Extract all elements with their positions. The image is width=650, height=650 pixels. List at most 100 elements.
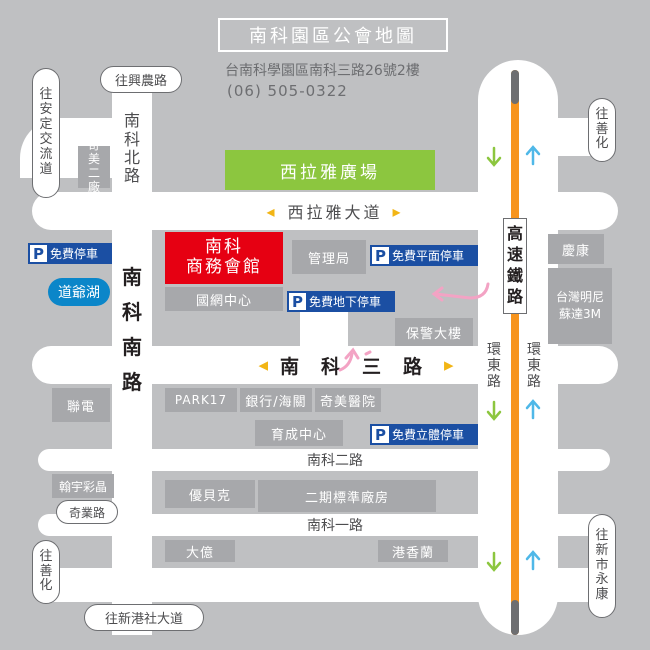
direction-xingnong: 往興農路 xyxy=(100,66,182,93)
arrow-right-icon: ▸ xyxy=(392,201,404,221)
block-chimei2: 奇美二廠 xyxy=(78,139,110,194)
vertical-char: 北 xyxy=(123,148,140,167)
vertical-char: 安 xyxy=(39,102,53,118)
rail-gray-top xyxy=(511,70,519,104)
block-park17: PARK17 xyxy=(165,388,237,412)
vertical-char: 南 xyxy=(122,335,142,359)
vertical-char: 新 xyxy=(595,542,609,558)
down-arrow-icon xyxy=(486,146,502,572)
highlight-hotel: 南科 商務會館 xyxy=(165,232,283,284)
parking-icon: P xyxy=(372,247,389,265)
block-hanyu: 翰宇彩晶 xyxy=(52,474,114,498)
highway-label: 高速鐵路 xyxy=(503,218,527,314)
vertical-char: 東 xyxy=(487,357,501,374)
parking-icon: P xyxy=(372,426,389,444)
vertical-char: 路 xyxy=(122,370,142,394)
route-arrow-icon xyxy=(338,282,490,372)
arrow-left-icon: ◂ xyxy=(258,354,268,376)
vertical-char: 往 xyxy=(39,87,53,103)
block-chimei-hosp: 奇美醫院 xyxy=(315,388,381,412)
parking-icon: P xyxy=(30,245,47,263)
vertical-char: 科 xyxy=(123,129,140,149)
arrow-right-icon: ▸ xyxy=(444,354,454,376)
label-nanke1: 南科一路 xyxy=(307,518,363,534)
vertical-char: 路 xyxy=(487,374,501,391)
vertical-char: 科 xyxy=(122,300,142,324)
vertical-char: 鐵 xyxy=(506,266,523,285)
parking-3-label: 免費地下停車 xyxy=(309,295,382,309)
vertical-char: 交 xyxy=(39,132,53,147)
vertical-char: 廠 xyxy=(87,179,100,194)
hotel-name-line1: 南科 xyxy=(205,237,243,258)
label-nanke2: 南科二路 xyxy=(307,453,363,469)
vertical-char: 二 xyxy=(87,166,100,180)
road-nanke2 xyxy=(38,449,610,471)
block-youbeike: 優貝克 xyxy=(165,480,255,508)
siraya-road-text: 西拉雅大道 xyxy=(287,203,383,222)
vertical-char: 化 xyxy=(595,136,609,152)
rail-line xyxy=(511,70,519,635)
map-title: 南科園區公會地圖 xyxy=(218,18,448,52)
rail-gray-bottom xyxy=(511,600,519,635)
block-lianhua: 聯電 xyxy=(52,388,110,422)
block-dayi: 大億 xyxy=(165,540,235,562)
landmark-plaza: 西拉雅廣場 xyxy=(225,150,435,190)
label-siraya: ◂ 西拉雅大道 ▸ xyxy=(250,198,420,224)
vertical-char: 路 xyxy=(506,286,523,306)
vertical-char: 東 xyxy=(527,357,541,374)
lake: 道爺湖 xyxy=(48,278,110,306)
vertical-char: 市 xyxy=(595,557,609,573)
direction-anding: 往安定交流道 xyxy=(32,68,60,198)
direction-xinshi: 往新市永康 xyxy=(588,514,616,618)
hotel-name-line2: 商務會館 xyxy=(186,257,262,277)
label-huandong-left: 環東路 xyxy=(484,335,504,397)
parking-icon: P xyxy=(289,293,306,311)
address: 台南科學園區南科三路26號2樓 xyxy=(225,63,420,79)
parking-4-label: 免費立體停車 xyxy=(392,428,465,442)
road-nanke-south xyxy=(112,90,152,635)
vertical-char: 流 xyxy=(39,146,53,162)
block-kangqing: 慶康 xyxy=(548,234,604,264)
label-nanke-south: 南科南路 xyxy=(118,250,146,410)
vertical-char: 美 xyxy=(87,152,100,167)
direction-shanhua-w: 往善化 xyxy=(32,540,60,604)
block-ganghsiang: 港香蘭 xyxy=(378,540,448,562)
parking-1-label: 免費停車 xyxy=(50,247,99,261)
block-baojing: 保警大樓 xyxy=(395,318,473,346)
vertical-char: 康 xyxy=(595,587,609,603)
road-nanke1 xyxy=(38,514,610,536)
parking-2-label: 免費平面停車 xyxy=(392,249,465,263)
vertical-char: 定 xyxy=(39,117,53,133)
vertical-char: 永 xyxy=(595,572,609,588)
phone: (06) 505-0322 xyxy=(227,82,348,100)
vertical-char: 往 xyxy=(39,548,53,564)
vertical-char: 南 xyxy=(123,111,140,131)
vertical-char: 高 xyxy=(506,224,523,244)
nanke3-road-text: 南科三路 xyxy=(279,355,444,378)
direction-xingang: 往新港社大道 xyxy=(84,604,204,631)
vertical-char: 路 xyxy=(123,166,140,186)
vertical-char: 善 xyxy=(39,563,53,579)
vertical-char: 往 xyxy=(595,106,609,122)
block-yucheng: 育成中心 xyxy=(255,420,343,446)
vertical-char: 化 xyxy=(39,578,53,594)
vertical-char: 南 xyxy=(122,265,142,289)
arrow-left-icon: ◂ xyxy=(266,201,278,221)
block-guowang: 國網中心 xyxy=(165,287,283,311)
block-taiwan-3m: 台灣明尼蘇達3M xyxy=(548,268,612,344)
vertical-char: 環 xyxy=(487,341,501,358)
vertical-char: 速 xyxy=(506,245,523,265)
direction-qiye: 奇業路 xyxy=(56,500,118,524)
block-standard2: 二期標準廠房 xyxy=(258,480,436,512)
block-bank: 銀行/海關 xyxy=(240,388,312,412)
vertical-char: 路 xyxy=(527,374,541,391)
up-arrow-icon xyxy=(525,145,541,571)
block-management: 管理局 xyxy=(292,240,366,274)
label-nanke-north: 南科北路 xyxy=(122,104,142,194)
direction-shanhua-ne: 往善化 xyxy=(588,98,616,162)
